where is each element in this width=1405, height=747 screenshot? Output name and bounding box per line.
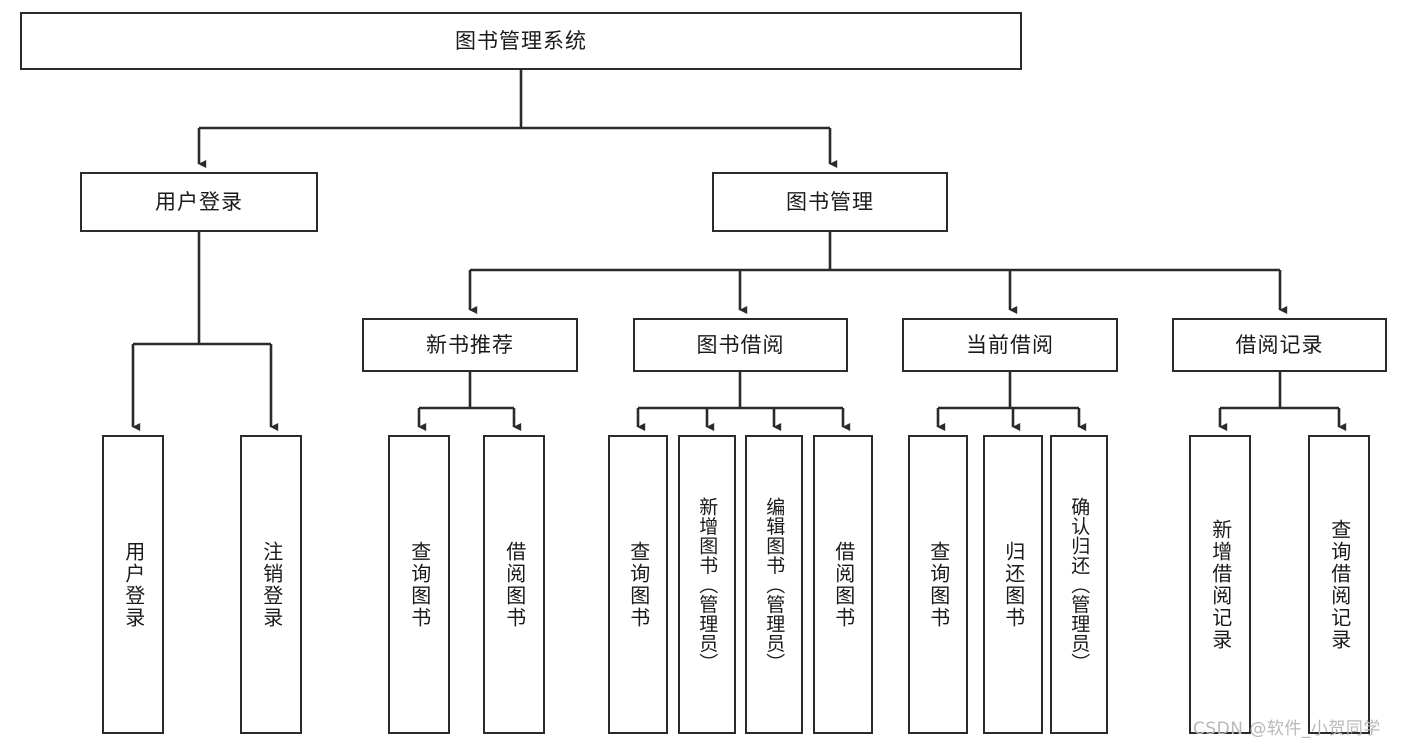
node-leaf-rec-query-book-label: 查询图书 [407, 540, 432, 629]
node-root[interactable]: 图书管理系统 [20, 12, 1022, 70]
node-leaf-bb-borrow-book-label: 借阅图书 [831, 540, 856, 629]
node-new-book-rec-label: 新书推荐 [426, 332, 514, 357]
node-new-book-rec[interactable]: 新书推荐 [362, 318, 578, 372]
node-leaf-br-query-record[interactable]: 查询借阅记录 [1308, 435, 1370, 734]
node-leaf-user-login[interactable]: 用户登录 [102, 435, 164, 734]
node-leaf-bb-borrow-book[interactable]: 借阅图书 [813, 435, 873, 734]
node-book-manage-label: 图书管理 [786, 189, 874, 214]
node-leaf-rec-borrow-book-label: 借阅图书 [502, 540, 527, 629]
node-root-label: 图书管理系统 [455, 28, 587, 53]
node-leaf-bb-query-book[interactable]: 查询图书 [608, 435, 668, 734]
node-leaf-user-login-label: 用户登录 [121, 540, 146, 629]
node-leaf-cb-return-book[interactable]: 归还图书 [983, 435, 1043, 734]
node-leaf-bb-add-book-label: 新增图书（管理员） [696, 496, 719, 673]
node-leaf-cb-query-book-label: 查询图书 [926, 540, 951, 629]
node-leaf-cb-query-book[interactable]: 查询图书 [908, 435, 968, 734]
node-leaf-user-logout-label: 注销登录 [259, 540, 284, 629]
node-user-login-label: 用户登录 [155, 189, 243, 214]
node-leaf-bb-edit-book-label: 编辑图书（管理员） [763, 496, 786, 673]
node-leaf-bb-query-book-label: 查询图书 [626, 540, 651, 629]
node-leaf-user-logout[interactable]: 注销登录 [240, 435, 302, 734]
node-user-login[interactable]: 用户登录 [80, 172, 318, 232]
node-book-borrow-label: 图书借阅 [696, 332, 785, 357]
node-leaf-rec-query-book[interactable]: 查询图书 [388, 435, 450, 734]
node-leaf-br-add-record[interactable]: 新增借阅记录 [1189, 435, 1251, 734]
csdn-watermark: CSDN @软件_小贺同学 [1193, 719, 1381, 739]
node-current-borrow-label: 当前借阅 [966, 332, 1054, 357]
node-leaf-bb-add-book[interactable]: 新增图书（管理员） [678, 435, 736, 734]
node-leaf-cb-return-book-label: 归还图书 [1001, 540, 1026, 629]
node-borrow-record-label: 借阅记录 [1235, 332, 1324, 357]
node-leaf-bb-edit-book[interactable]: 编辑图书（管理员） [745, 435, 803, 734]
node-leaf-rec-borrow-book[interactable]: 借阅图书 [483, 435, 545, 734]
node-leaf-br-add-record-label: 新增借阅记录 [1208, 518, 1233, 651]
node-book-manage[interactable]: 图书管理 [712, 172, 948, 232]
node-book-borrow[interactable]: 图书借阅 [633, 318, 848, 372]
node-current-borrow[interactable]: 当前借阅 [902, 318, 1118, 372]
node-borrow-record[interactable]: 借阅记录 [1172, 318, 1387, 372]
node-leaf-cb-confirm-return-label: 确认归还（管理员） [1068, 496, 1091, 673]
node-leaf-cb-confirm-return[interactable]: 确认归还（管理员） [1050, 435, 1108, 734]
node-leaf-br-query-record-label: 查询借阅记录 [1327, 518, 1352, 651]
